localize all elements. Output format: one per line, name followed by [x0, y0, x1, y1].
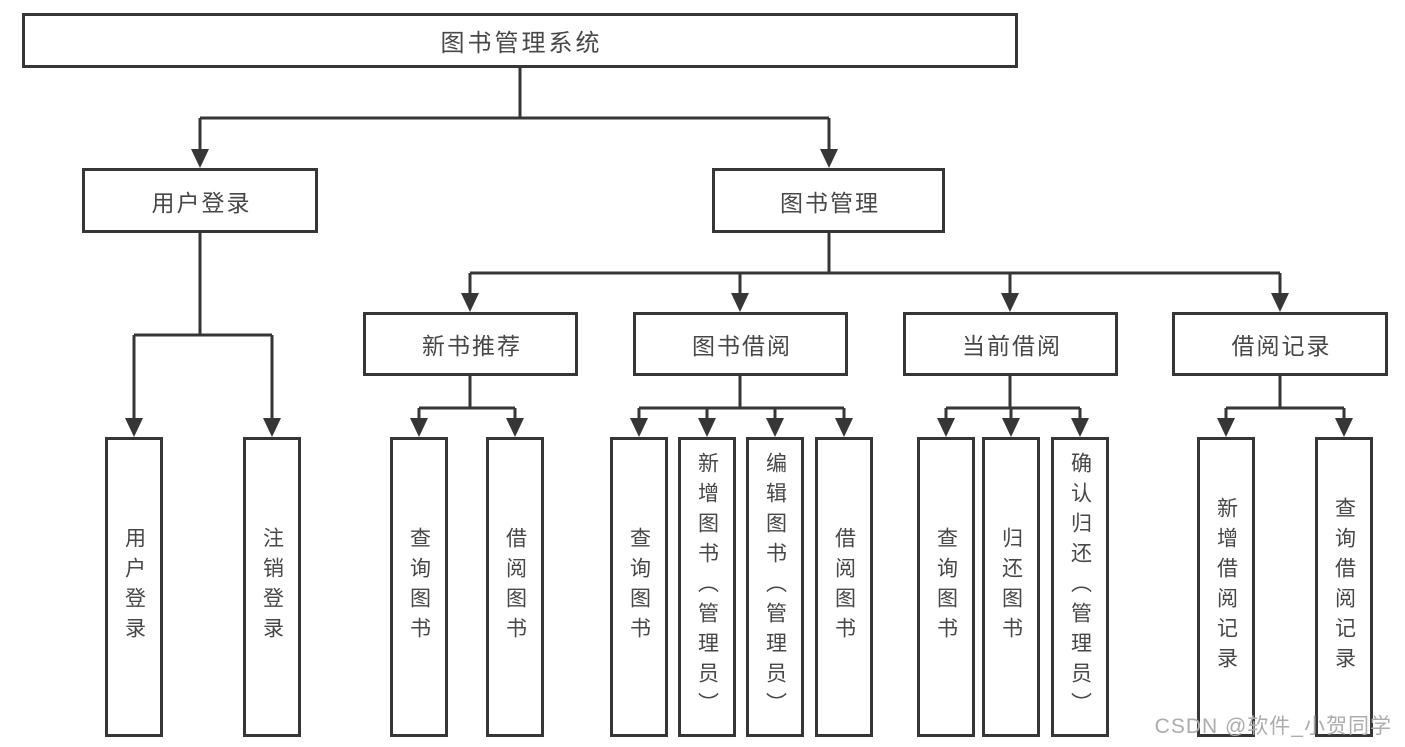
leaf-edit-books-admin-label: 编辑图书（管理员） — [763, 452, 787, 722]
leaf-borrow-books-recommend-label: 借阅图书 — [503, 527, 527, 647]
node-new-book-recommend-label: 新书推荐 — [422, 333, 522, 359]
node-book-management-label: 图书管理 — [780, 189, 880, 216]
leaf-borrow-books: 借阅图书 — [815, 437, 873, 737]
leaf-query-books-current: 查询图书 — [917, 437, 975, 737]
leaf-add-borrow-record-label: 新增借阅记录 — [1214, 497, 1238, 677]
arrowhead-icons — [125, 149, 1353, 437]
leaf-user-login-label: 用户登录 — [122, 527, 146, 647]
node-new-book-recommend: 新书推荐 — [363, 312, 578, 376]
leaf-logout-login-label: 注销登录 — [260, 527, 284, 647]
csdn-watermark: CSDN @软件_小贺同学 — [1154, 715, 1392, 738]
node-root-system: 图书管理系统 — [22, 13, 1018, 68]
leaf-query-borrow-record: 查询借阅记录 — [1315, 437, 1373, 737]
leaf-query-books-recommend: 查询图书 — [390, 437, 448, 737]
leaf-return-books-label: 归还图书 — [999, 527, 1023, 647]
node-user-login-label: 用户登录 — [151, 189, 252, 216]
leaf-logout-login: 注销登录 — [243, 437, 301, 737]
leaf-query-books-current-label: 查询图书 — [934, 527, 958, 647]
node-book-borrow: 图书借阅 — [633, 312, 848, 376]
leaf-add-borrow-record: 新增借阅记录 — [1197, 437, 1255, 737]
node-current-borrow-label: 当前借阅 — [962, 333, 1062, 359]
leaf-query-books-recommend-label: 查询图书 — [407, 527, 431, 647]
node-book-management: 图书管理 — [712, 168, 945, 233]
leaf-query-books-borrow: 查询图书 — [610, 437, 668, 737]
node-book-borrow-label: 图书借阅 — [692, 333, 792, 359]
leaf-edit-books-admin: 编辑图书（管理员） — [746, 437, 804, 737]
node-current-borrow: 当前借阅 — [903, 312, 1118, 376]
leaf-user-login: 用户登录 — [105, 437, 163, 737]
leaf-query-books-borrow-label: 查询图书 — [627, 527, 651, 647]
leaf-borrow-books-recommend: 借阅图书 — [486, 437, 544, 737]
leaf-confirm-return-admin: 确认归还（管理员） — [1051, 437, 1109, 737]
node-borrow-records: 借阅记录 — [1172, 312, 1388, 376]
leaf-return-books: 归还图书 — [982, 437, 1040, 737]
node-borrow-records-label: 借阅记录 — [1231, 333, 1332, 359]
leaf-query-borrow-record-label: 查询借阅记录 — [1332, 497, 1356, 677]
leaf-confirm-return-admin-label: 确认归还（管理员） — [1068, 452, 1092, 722]
node-root-label: 图书管理系统 — [440, 30, 603, 57]
node-user-login: 用户登录 — [82, 168, 318, 233]
leaf-borrow-books-label: 借阅图书 — [832, 527, 856, 647]
leaf-add-books-admin: 新增图书（管理员） — [678, 437, 736, 737]
leaf-add-books-admin-label: 新增图书（管理员） — [695, 452, 719, 722]
